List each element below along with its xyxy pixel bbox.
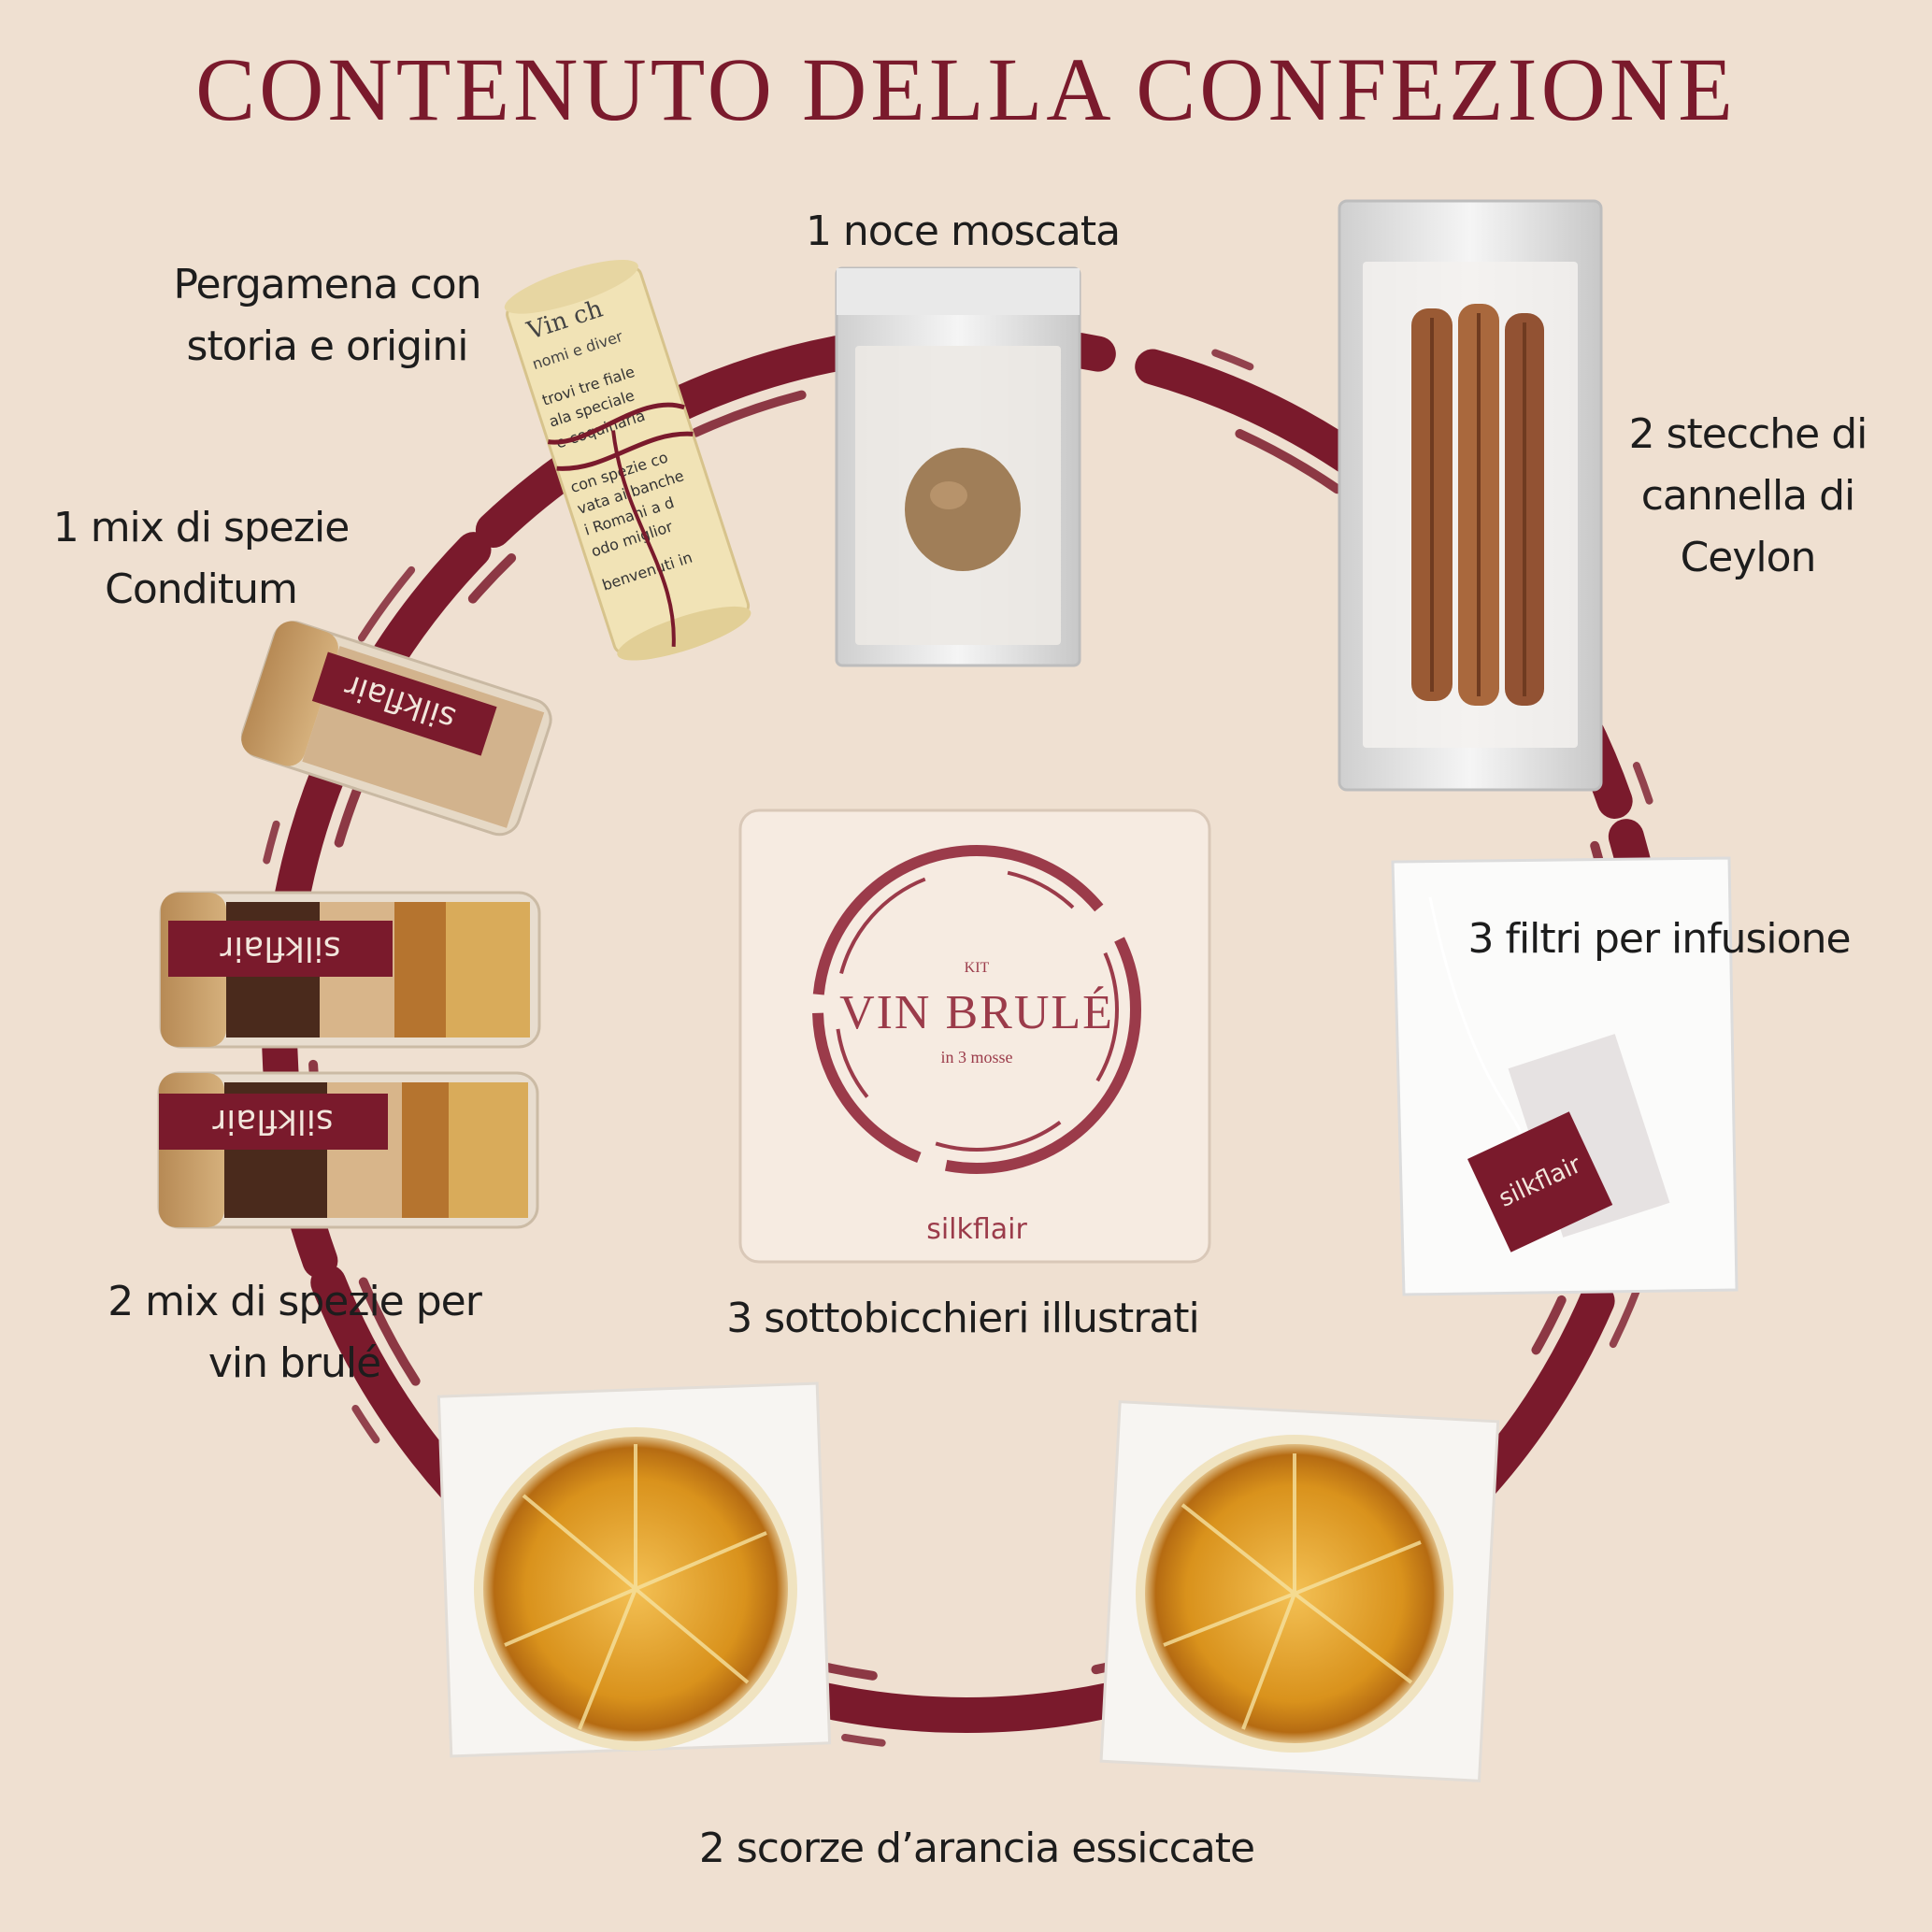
label-line: cannella di xyxy=(1640,472,1856,520)
cinnamon-pouch xyxy=(1338,199,1603,792)
conditum-spice-tube: silkflair xyxy=(240,621,552,837)
label-line: 2 mix di spezie per xyxy=(107,1278,482,1325)
coaster-brand: silkflair xyxy=(926,1213,1027,1246)
label-scroll: Pergamena con storia e origini xyxy=(140,254,514,378)
label-line: 3 sottobicchieri illustrati xyxy=(726,1295,1200,1342)
coaster-title: VIN BRULÉ xyxy=(839,985,1114,1039)
orange-slice-2 xyxy=(1099,1400,1500,1782)
label-line: 2 scorze d’arancia essiccate xyxy=(698,1825,1255,1872)
label-line: 3 filtri per infusione xyxy=(1467,915,1851,963)
parchment-scroll: Vin ch nomi e diver trovi tre fiale ala … xyxy=(504,260,751,661)
coaster-kit: KIT xyxy=(965,960,990,976)
label-line: Ceylon xyxy=(1680,534,1817,581)
infusion-filter: silkflair xyxy=(1391,856,1739,1296)
label-line: 2 stecche di xyxy=(1628,410,1868,458)
label-line: storia e origini xyxy=(186,322,469,370)
brand-label: silkflair xyxy=(212,1102,333,1140)
label-filters: 3 filtri per infusione xyxy=(1453,909,1865,970)
label-spices: 2 mix di spezie per vin brulé xyxy=(93,1271,495,1395)
spice-tube-1: silkflair xyxy=(159,891,541,1049)
orange-slice-1 xyxy=(436,1381,832,1758)
coaster: KIT VIN BRULÉ in 3 mosse silkflair xyxy=(738,809,1211,1264)
coaster-subtitle: in 3 mosse xyxy=(940,1048,1012,1066)
label-conditum: 1 mix di spezie Conditum xyxy=(47,497,355,621)
label-coasters: 3 sottobicchieri illustrati xyxy=(710,1288,1215,1350)
label-line: 1 noce moscata xyxy=(805,208,1121,255)
label-line: vin brulé xyxy=(208,1339,381,1387)
label-line: Pergamena con xyxy=(173,261,481,308)
spice-tube-2: silkflair xyxy=(157,1071,539,1229)
label-line: Conditum xyxy=(105,565,298,613)
nutmeg-pouch xyxy=(835,266,1081,667)
page-title: CONTENUTO DELLA CONFEZIONE xyxy=(195,39,1737,139)
label-oranges: 2 scorze d’arancia essiccate xyxy=(654,1818,1299,1880)
label-cinnamon: 2 stecche di cannella di Ceylon xyxy=(1608,404,1888,589)
label-line: 1 mix di spezie xyxy=(52,504,351,551)
brand-label: silkflair xyxy=(220,929,340,967)
label-nutmeg: 1 noce moscata xyxy=(785,201,1140,263)
